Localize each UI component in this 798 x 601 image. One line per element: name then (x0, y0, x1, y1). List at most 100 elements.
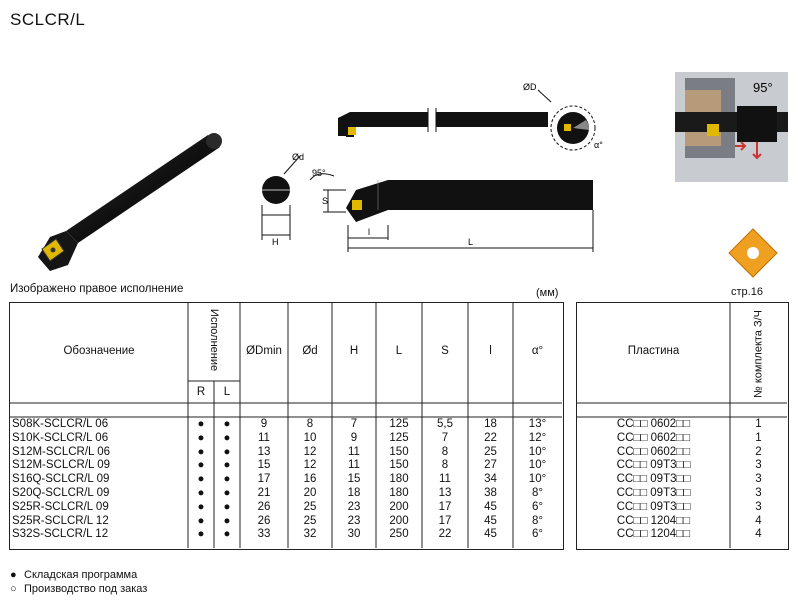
table-cell-s: 17 (438, 514, 452, 527)
table-cell-d: 12 (303, 459, 317, 472)
table-cell-l-small: 34 (484, 473, 497, 486)
label-alpha: α° (594, 140, 603, 150)
label-l-small: l (368, 227, 370, 237)
table-cell-r: ● (197, 500, 205, 513)
table-cell-l-small: 25 (484, 445, 497, 458)
table-cell-r: ● (197, 418, 205, 430)
header-execution: Исполнение (208, 308, 220, 372)
table-cell-h: 11 (348, 445, 360, 458)
label-d: Ød (292, 152, 304, 162)
table-cell-length: 125 (389, 418, 409, 430)
table-cell-l-small: 45 (484, 528, 497, 541)
table-cell-s: 8 (441, 459, 449, 472)
header-s: S (441, 345, 449, 357)
table-cell-insert: CC□□ 1204□□ (616, 528, 691, 541)
table-cell-insert: CC□□ 1204□□ (616, 514, 691, 527)
table-cell-l: ● (223, 500, 231, 513)
table-cell-r: ● (197, 445, 205, 458)
table-cell-r: ● (197, 473, 205, 486)
table-cell-dmin: 33 (257, 528, 271, 541)
table-cell-s: 22 (438, 528, 452, 541)
table-cell-h: 30 (347, 528, 361, 541)
table-cell-l: ● (223, 418, 231, 430)
table-cell-d: 20 (303, 487, 317, 499)
label-od: ØD (523, 82, 537, 92)
table-cell-d: 32 (303, 528, 317, 541)
insert-shape-icon (728, 228, 778, 278)
label-l: L (468, 237, 473, 247)
legend-order: ○Производство под заказ (10, 583, 148, 595)
main-table-frame (9, 302, 564, 550)
table-cell-alpha: 12° (528, 431, 547, 444)
table-cell-s: 7 (441, 431, 449, 444)
table-cell-l-small: 45 (484, 500, 497, 513)
table-cell-kit: 1 (755, 418, 762, 430)
angle-label: 95° (753, 80, 773, 95)
table-cell-designation: S12M-SCLCR/L 09 (12, 459, 111, 472)
table-cell-r: ● (197, 431, 205, 444)
technical-drawing: ØD α° H Ød S 95° l L (258, 82, 603, 252)
table-cell-alpha: 8° (532, 487, 543, 499)
table-cell-r: ● (197, 514, 205, 527)
hollow-dot-icon: ○ (10, 583, 17, 595)
table-cell-l: ● (223, 431, 231, 444)
table-cell-designation: S25R-SCLCR/L 09 (12, 500, 109, 513)
table-cell-l-small: 27 (484, 459, 497, 472)
table-cell-s: 13 (438, 487, 452, 499)
table-cell-kit: 3 (755, 473, 762, 486)
table-cell-r: ● (197, 487, 205, 499)
header-d: Ød (302, 345, 318, 357)
table-cell-alpha: 10° (528, 473, 547, 486)
table-cell-s: 5,5 (437, 418, 453, 430)
table-cell-dmin: 9 (260, 418, 268, 430)
table-cell-l: ● (223, 445, 231, 458)
table-cell-d: 8 (306, 418, 314, 430)
table-cell-dmin: 13 (257, 445, 271, 458)
table-cell-dmin: 17 (257, 473, 271, 486)
header-h: H (349, 345, 359, 357)
table-cell-kit: 3 (755, 487, 762, 499)
table-cell-alpha: 6° (532, 528, 543, 541)
table-cell-d: 25 (303, 500, 317, 513)
table-cell-s: 17 (438, 500, 452, 513)
table-cell-length: 125 (389, 431, 409, 444)
header-length: L (395, 345, 403, 357)
table-cell-r: ● (197, 459, 205, 472)
table-cell-length: 150 (389, 445, 409, 458)
table-cell-alpha: 8° (532, 514, 543, 527)
table-cell-designation: S08K-SCLCR/L 06 (12, 418, 109, 430)
table-cell-dmin: 11 (258, 431, 270, 444)
page-reference: стр.16 (731, 286, 763, 298)
unit-label: (мм) (536, 287, 559, 299)
table-cell-l-small: 45 (484, 514, 497, 527)
header-l-small: l (489, 345, 492, 357)
table-cell-alpha: 6° (532, 500, 543, 513)
table-cell-length: 200 (389, 514, 409, 527)
tool-photo (38, 133, 222, 271)
table-cell-kit: 3 (755, 459, 762, 472)
table-cell-insert: CC□□ 09T3□□ (616, 459, 691, 472)
table-cell-l: ● (223, 514, 231, 527)
table-cell-alpha: 10° (528, 445, 547, 458)
header-r: R (196, 386, 206, 398)
table-cell-kit: 1 (755, 431, 762, 444)
table-cell-d: 25 (303, 514, 317, 527)
table-cell-insert: CC□□ 0602□□ (616, 418, 691, 430)
table-cell-length: 250 (389, 528, 409, 541)
table-cell-dmin: 26 (257, 514, 271, 527)
table-cell-h: 23 (347, 514, 361, 527)
header-designation: Обозначение (63, 345, 135, 357)
table-cell-designation: S25R-SCLCR/L 12 (12, 514, 109, 527)
page-title: SCLCR/L (10, 10, 86, 29)
table-cell-insert: CC□□ 0602□□ (616, 445, 691, 458)
filled-dot-icon: ● (10, 569, 17, 581)
table-cell-designation: S16Q-SCLCR/L 09 (12, 473, 110, 486)
legend-stock: ●Складская программа (10, 569, 138, 581)
label-95: 95° (312, 168, 326, 178)
table-cell-l-small: 38 (484, 487, 497, 499)
table-cell-kit: 4 (755, 528, 762, 541)
caption: Изображено правое исполнение (10, 283, 184, 295)
table-cell-insert: CC□□ 0602□□ (616, 431, 691, 444)
table-cell-h: 15 (347, 473, 361, 486)
